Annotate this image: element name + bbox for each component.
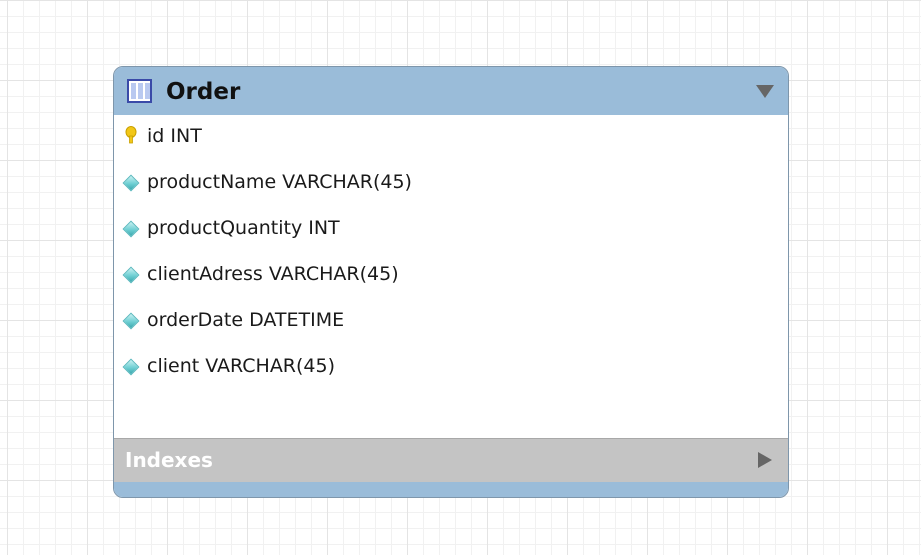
- column-label: id INT: [147, 125, 202, 147]
- column-label: client VARCHAR(45): [147, 355, 336, 377]
- indexes-section[interactable]: Indexes: [114, 438, 788, 483]
- column-row-id[interactable]: id INT: [114, 115, 788, 161]
- column-diamond-icon: [122, 266, 140, 284]
- column-row-clientadress[interactable]: clientAdress VARCHAR(45): [114, 253, 788, 299]
- column-row-productname[interactable]: productName VARCHAR(45): [114, 161, 788, 207]
- column-list: id INT productName VARCHAR(45) productQu…: [114, 115, 788, 438]
- column-row-client[interactable]: client VARCHAR(45): [114, 345, 788, 391]
- collapse-triangle-icon[interactable]: [756, 85, 774, 98]
- column-row-orderdate[interactable]: orderDate DATETIME: [114, 299, 788, 345]
- primary-key-icon: [125, 126, 137, 144]
- column-label: orderDate DATETIME: [147, 309, 345, 331]
- entity-title: Order: [166, 79, 241, 105]
- column-diamond-icon: [122, 358, 140, 376]
- column-label: clientAdress VARCHAR(45): [147, 263, 399, 285]
- column-diamond-icon: [122, 220, 140, 238]
- entity-footer: [114, 482, 788, 497]
- expand-triangle-icon[interactable]: [758, 452, 772, 468]
- entity-header[interactable]: Order: [114, 67, 788, 116]
- column-diamond-icon: [122, 174, 140, 192]
- entity-order-table[interactable]: Order id INT productName VARCHAR(45) pro…: [113, 66, 789, 498]
- indexes-label: Indexes: [125, 448, 213, 472]
- column-diamond-icon: [122, 312, 140, 330]
- column-label: productName VARCHAR(45): [147, 171, 412, 193]
- table-icon: [127, 79, 152, 103]
- column-row-productquantity[interactable]: productQuantity INT: [114, 207, 788, 253]
- column-label: productQuantity INT: [147, 217, 340, 239]
